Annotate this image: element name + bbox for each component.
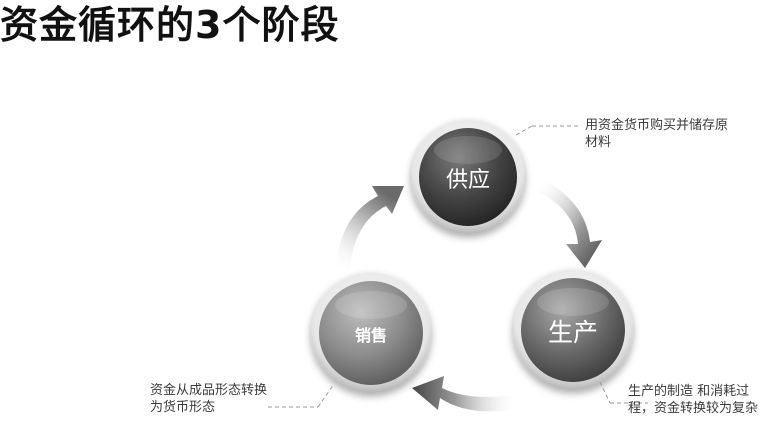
node-sales-label: 销售	[354, 326, 388, 345]
arrow-production-to-sales	[412, 376, 520, 412]
leader-line-supply	[515, 125, 578, 136]
page-title: 资金循环的3个阶段	[0, 3, 340, 47]
node-sales	[311, 273, 431, 393]
leader-line-production	[599, 381, 648, 404]
note-sales: 资金从成品形态转换为货币形态	[150, 383, 268, 415]
note-supply: 用资金货币购买并储存原材料	[585, 118, 729, 150]
arrow-sales-to-supply	[336, 186, 404, 270]
arrow-supply-to-production	[538, 178, 602, 268]
node-supply	[411, 120, 525, 234]
note-production: 生产的制造 和消耗过程，资金转换较为复杂	[628, 384, 759, 416]
node-production	[513, 270, 633, 390]
leader-line-sales	[268, 383, 335, 408]
node-production-label: 生产	[547, 318, 599, 347]
node-supply-label: 供应	[445, 168, 491, 193]
